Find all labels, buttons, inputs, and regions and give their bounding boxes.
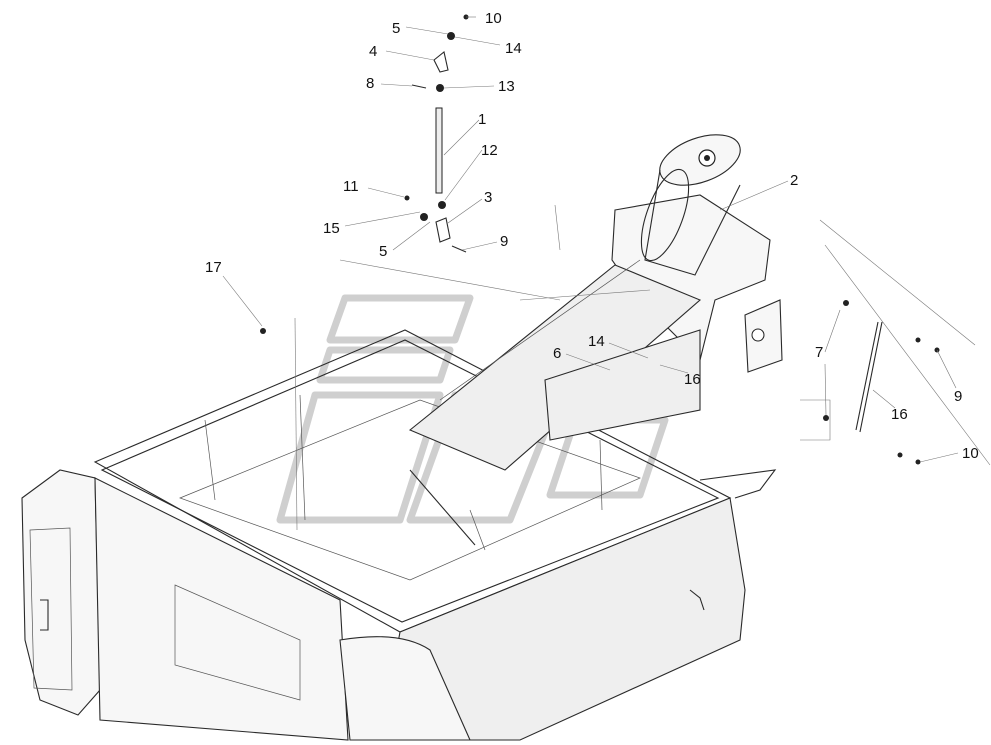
callout-16: 16 (891, 406, 908, 423)
callout-3: 3 (484, 189, 492, 206)
callout-8-mid: 9 (500, 233, 508, 250)
callout-14-mid: 15 (323, 220, 340, 237)
auger-spout (408, 134, 783, 471)
assembly-lines (294, 204, 991, 531)
callout-2: 2 (790, 172, 798, 189)
callout-13: 14 (588, 333, 605, 350)
callout-11: 12 (481, 142, 498, 159)
callout-5-top: 5 (392, 20, 400, 37)
callout-10-mid: 11 (343, 178, 359, 195)
callout-5-mid: 5 (379, 243, 387, 260)
callout-8-top: 8 (366, 75, 374, 92)
hopper-body (21, 329, 777, 741)
gas-strut-16 (260, 300, 940, 465)
callout-14-top: 14 (505, 40, 522, 57)
leader-lines (222, 16, 959, 463)
callout-1: 1 (478, 111, 486, 128)
callout-9-upper: 9 (954, 388, 962, 405)
callout-15: 16 (684, 371, 701, 388)
callout-10-top: 10 (485, 10, 502, 27)
callout-6: 6 (553, 345, 561, 362)
callout-9-lower: 10 (962, 445, 979, 462)
callout-7: 7 (815, 344, 823, 361)
callout-17: 17 (205, 259, 222, 276)
gas-strut-assembly (404, 14, 469, 253)
callout-labels: 10 5 14 4 8 13 1 12 2 11 3 15 9 5 17 14 … (205, 10, 979, 462)
callout-4: 4 (369, 43, 377, 60)
callout-12: 13 (498, 78, 515, 95)
